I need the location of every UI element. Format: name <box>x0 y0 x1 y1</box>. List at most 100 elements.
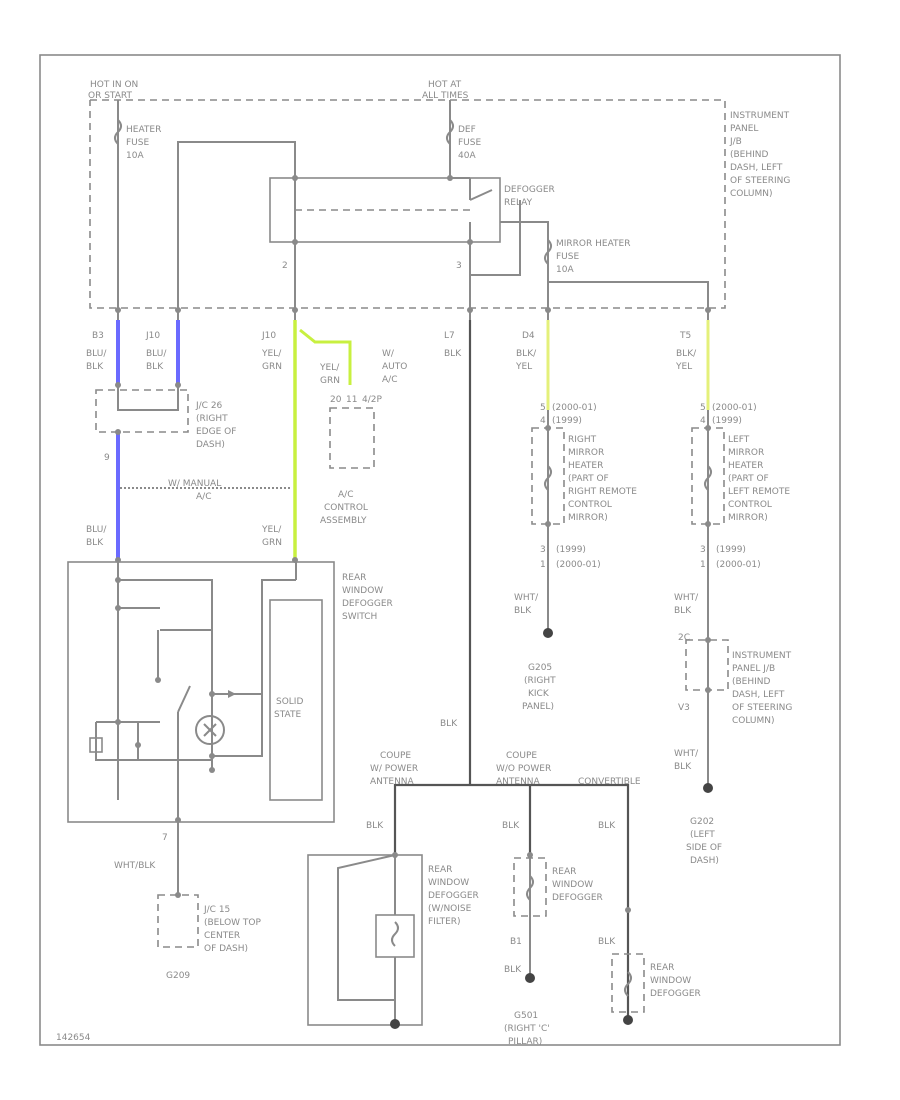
rear-defogger-noise-box <box>307 854 423 1026</box>
connector-dots <box>115 175 711 898</box>
g202-label: G202 (LEFT SIDE OF DASH) <box>686 817 722 866</box>
svg-text:(RIGHT 'C': (RIGHT 'C' <box>504 1024 550 1034</box>
svg-text:BLU/: BLU/ <box>86 525 107 535</box>
svg-text:CONTROL: CONTROL <box>568 500 612 510</box>
jc-pin-9: 9 <box>104 453 110 463</box>
mirror-heater-fuse-icon <box>544 239 552 265</box>
svg-text:G202: G202 <box>690 817 714 827</box>
svg-text:HEATER: HEATER <box>126 125 161 135</box>
wht-blk-label-2: WHT/ BLK <box>514 593 539 616</box>
blk-label-d: BLK <box>504 965 522 975</box>
svg-text:J/C 15: J/C 15 <box>203 905 230 915</box>
rear-defogger-2-dashed-box <box>611 953 645 1013</box>
b1-pin-label: B1 <box>510 937 522 947</box>
svg-text:1: 1 <box>700 560 706 570</box>
g205-label: G205 (RIGHT KICK PANEL) <box>522 663 556 712</box>
conn-l7: L7 <box>444 331 455 341</box>
relay-pin-3: 3 <box>456 261 462 271</box>
svg-text:DEFOGGER: DEFOGGER <box>650 989 701 999</box>
svg-text:A/C: A/C <box>338 490 353 500</box>
svg-text:(1999): (1999) <box>712 416 742 426</box>
svg-text:OF DASH): OF DASH) <box>204 944 248 954</box>
svg-text:MIRROR HEATER: MIRROR HEATER <box>556 239 630 249</box>
blu-blk-label-3: BLU/ BLK <box>86 525 107 548</box>
g501-ground-icon <box>525 973 535 983</box>
svg-text:STATE: STATE <box>274 710 301 720</box>
left-mirror-heater-label: LEFT MIRROR HEATER (PART OF LEFT REMOTE … <box>728 435 790 523</box>
ac-pins-label: 20 11 4/2P <box>330 395 382 405</box>
svg-text:2C: 2C <box>678 633 690 643</box>
svg-text:HEATER: HEATER <box>568 461 603 471</box>
conn-j10-a: J10 <box>145 331 160 341</box>
svg-text:GRN: GRN <box>262 362 282 372</box>
yel-grn-auto-wire <box>299 328 352 385</box>
blu-blk-label-1: BLU/ BLK <box>86 349 107 372</box>
svg-text:(2000-01): (2000-01) <box>556 560 601 570</box>
svg-text:LEFT: LEFT <box>728 435 750 445</box>
svg-text:COLUMN): COLUMN) <box>730 189 773 199</box>
svg-text:WINDOW: WINDOW <box>342 586 383 596</box>
svg-text:BLK: BLK <box>674 606 692 616</box>
ac-control-dashed-box <box>329 407 375 469</box>
svg-text:4/2P: 4/2P <box>362 395 382 405</box>
svg-text:WINDOW: WINDOW <box>552 880 593 890</box>
svg-text:MIRROR): MIRROR) <box>568 513 608 523</box>
svg-text:FUSE: FUSE <box>458 138 481 148</box>
svg-text:FUSE: FUSE <box>126 138 149 148</box>
svg-text:COUPE: COUPE <box>380 751 411 761</box>
defogger-relay-label: DEFOGGER RELAY <box>504 185 555 208</box>
left-mirror-pins-bottom: 3 (1999) 1 (2000-01) <box>700 545 761 570</box>
svg-text:BLK: BLK <box>86 538 104 548</box>
svg-text:CENTER: CENTER <box>204 931 240 941</box>
svg-text:FILTER): FILTER) <box>428 917 461 927</box>
conn-j10-b: J10 <box>261 331 276 341</box>
instrument-panel-jb-label: INSTRUMENT PANEL J/B (BEHIND DASH, LEFT … <box>729 111 790 199</box>
svg-text:YEL/: YEL/ <box>261 349 282 359</box>
svg-text:11: 11 <box>346 395 357 405</box>
blk-label-1: BLK <box>444 349 462 359</box>
svg-text:INSTRUMENT: INSTRUMENT <box>732 651 792 661</box>
hot-at-label: HOT AT <box>428 80 462 90</box>
coupe-wo-power-label: COUPE W/O POWER ANTENNA <box>496 751 551 787</box>
left-mirror-heater-icon <box>704 465 712 491</box>
svg-text:BLK: BLK <box>674 762 692 772</box>
svg-text:DEFOGGER: DEFOGGER <box>552 893 603 903</box>
def-fuse-icon <box>446 119 454 145</box>
yel-grn-label-2: YEL/ GRN <box>261 525 282 548</box>
def-fuse-label: DEF FUSE 40A <box>458 125 481 161</box>
blu-blk-label-2: BLU/ BLK <box>146 349 167 372</box>
svg-text:(2000-01): (2000-01) <box>552 403 597 413</box>
svg-text:W/O POWER: W/O POWER <box>496 764 551 774</box>
svg-text:J/B: J/B <box>729 137 742 147</box>
jc26-label: J/C 26 (RIGHT EDGE OF DASH) <box>195 401 236 450</box>
svg-text:DASH, LEFT: DASH, LEFT <box>732 690 785 700</box>
coupe-w-power-label: COUPE W/ POWER ANTENNA <box>370 751 418 787</box>
svg-text:HEATER: HEATER <box>728 461 763 471</box>
auto-ac-label: W/ AUTO A/C <box>382 349 407 385</box>
noise-filter-element <box>375 914 415 958</box>
blk-label-b: BLK <box>502 821 520 831</box>
yel-grn-label-1: YEL/ GRN <box>261 349 282 372</box>
svg-text:ANTENNA: ANTENNA <box>370 777 415 787</box>
svg-text:DEFOGGER: DEFOGGER <box>428 891 479 901</box>
svg-text:G501: G501 <box>514 1011 538 1021</box>
all-times-label: ALL TIMES <box>422 91 469 101</box>
svg-text:(BEHIND: (BEHIND <box>730 150 769 160</box>
svg-text:(1999): (1999) <box>716 545 746 555</box>
svg-text:DASH): DASH) <box>196 440 225 450</box>
svg-text:EDGE OF: EDGE OF <box>196 427 236 437</box>
svg-text:3: 3 <box>540 545 546 555</box>
relay-pin-2: 2 <box>282 261 288 271</box>
svg-text:LEFT REMOTE: LEFT REMOTE <box>728 487 790 497</box>
solid-state-label: SOLID STATE <box>274 697 303 720</box>
jb-dashed-outline <box>89 99 726 309</box>
svg-text:GRN: GRN <box>262 538 282 548</box>
svg-text:PILLAR): PILLAR) <box>508 1037 542 1047</box>
solid-state-box <box>269 599 323 801</box>
svg-text:DEF: DEF <box>458 125 476 135</box>
svg-text:4: 4 <box>540 416 546 426</box>
svg-text:PANEL): PANEL) <box>522 702 554 712</box>
heater-fuse-icon <box>114 119 122 145</box>
svg-text:FUSE: FUSE <box>556 252 579 262</box>
svg-text:5: 5 <box>540 403 546 413</box>
